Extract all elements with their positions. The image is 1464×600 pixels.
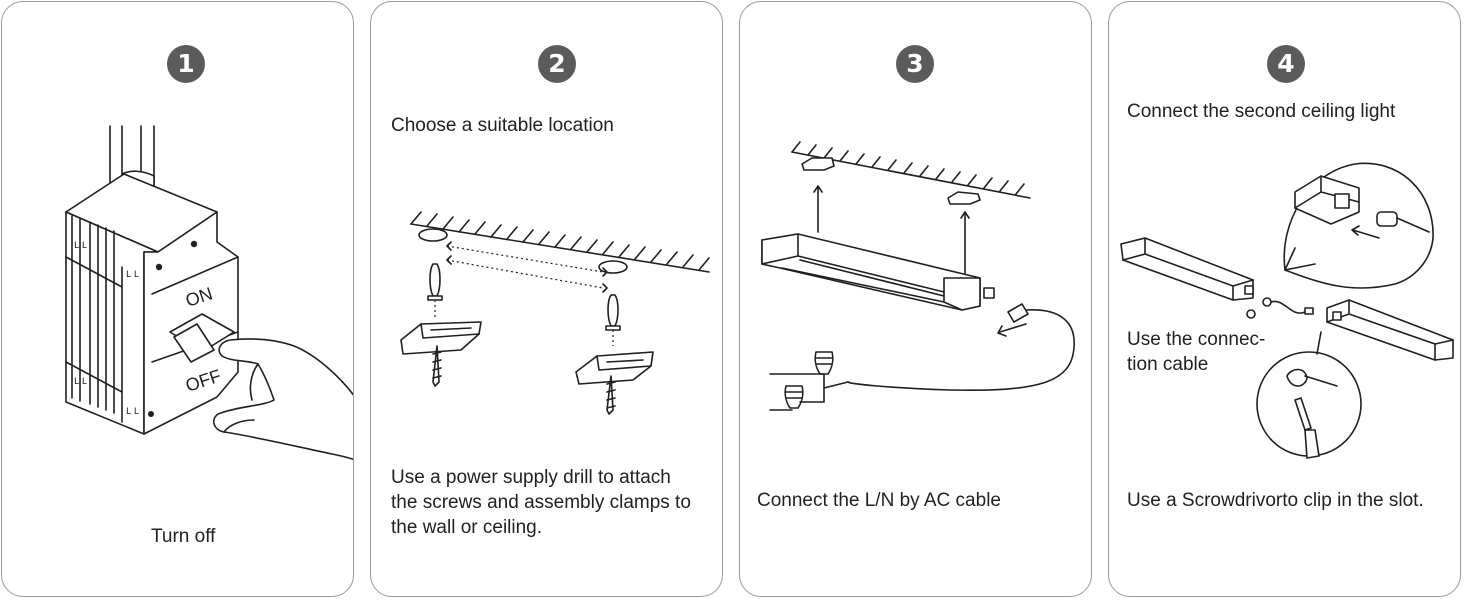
step-2-panel: 2 Choose a suitable location <box>370 1 723 597</box>
ceiling-surface <box>411 212 709 292</box>
step-1-panel: 1 L L L L L L L L ON OFF <box>1 1 354 597</box>
step-3-panel: 3 <box>739 1 1092 597</box>
svg-text:L L: L L <box>126 407 139 417</box>
connector-zoom-callout <box>1284 163 1433 288</box>
second-light-fixture <box>1327 300 1453 360</box>
step-3-number-badge: 3 <box>896 45 934 83</box>
step-4-title: Connect the second ceiling light <box>1127 101 1396 122</box>
linking-illustration <box>1109 2 1461 597</box>
ac-cable <box>848 304 1074 390</box>
step-3-caption: Connect the L/N by AC cable <box>757 490 1001 511</box>
step-2-caption: Use a power supply drill to attach the s… <box>391 467 691 538</box>
step-4-number-badge: 4 <box>1267 45 1305 83</box>
screws <box>433 346 615 414</box>
step-1-number-badge: 1 <box>167 45 205 83</box>
led-light-fixture <box>762 234 994 310</box>
wall-anchors <box>428 264 620 346</box>
step-2-number-badge: 2 <box>538 45 576 83</box>
step-4-caption: Use a Scrowdrivorto clip in the slot. <box>1127 490 1424 511</box>
step-4-connection-note: Use the connec- tion cable <box>1127 329 1266 375</box>
breaker-body: L L L L L L L L <box>66 174 238 434</box>
step-2-title: Choose a suitable location <box>391 115 614 136</box>
assembly-clamps <box>401 322 653 384</box>
breaker-toggle-lever <box>170 314 234 362</box>
light-installation-illustration <box>740 2 1092 597</box>
connection-cable <box>1247 298 1313 318</box>
screwdriver-callout <box>1257 332 1361 458</box>
svg-text:L L: L L <box>126 270 139 280</box>
svg-text:L L: L L <box>74 241 87 251</box>
step-4-panel: 4 Connect the second ceiling light <box>1108 1 1461 597</box>
svg-text:L L: L L <box>74 377 87 387</box>
circuit-breaker-illustration: L L L L L L L L ON OFF <box>2 2 353 597</box>
first-light-fixture <box>1121 238 1253 300</box>
step-1-caption: Turn off <box>151 526 216 547</box>
wire-connectors <box>770 352 848 410</box>
mounting-illustration <box>371 2 723 597</box>
ceiling-surface <box>792 142 1030 274</box>
hand-icon <box>214 339 353 460</box>
